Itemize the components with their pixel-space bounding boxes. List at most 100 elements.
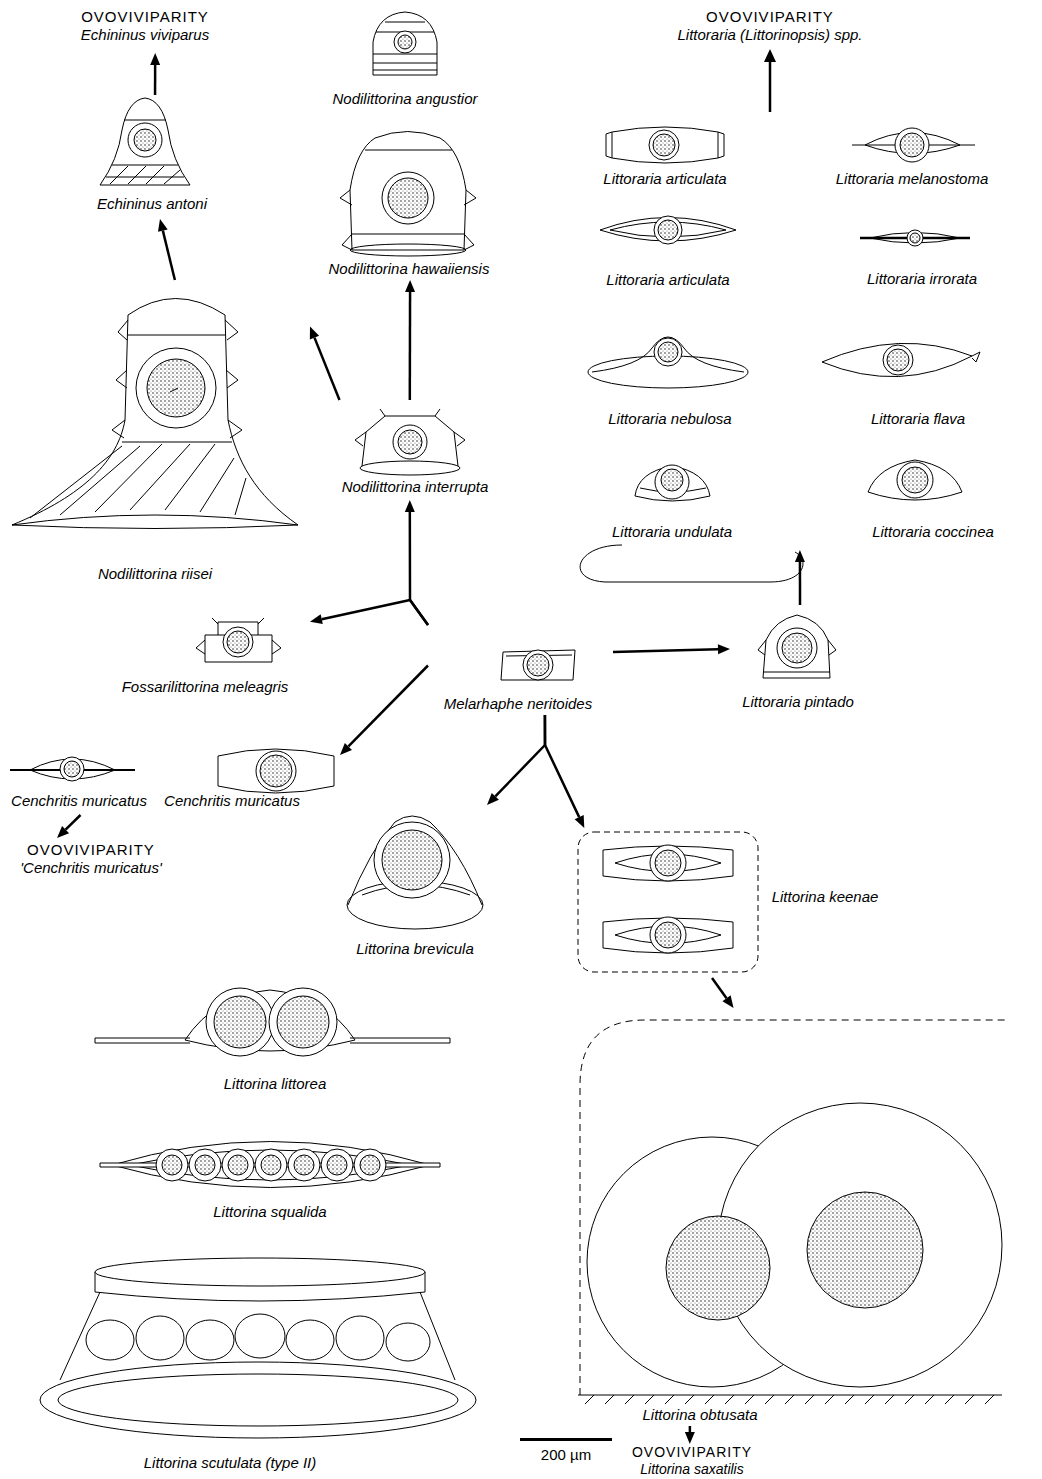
capsule-articulata: [606, 127, 724, 163]
egg-yolk: [398, 430, 422, 454]
species-name: Littoraria (Littorinopsis) spp.: [677, 26, 862, 44]
arrow-shaft: [712, 978, 727, 998]
capsule-ridges: [106, 120, 184, 184]
egg-envelope: [649, 130, 679, 160]
egg-envelope: [523, 650, 553, 680]
arrow-connector: [340, 666, 428, 756]
arrow-connector: [150, 53, 160, 95]
egg-envelope: [650, 917, 686, 953]
arrow-connector: [310, 327, 340, 401]
capsule-coccinea: [868, 460, 962, 500]
group-arrow: [764, 49, 776, 112]
arrow-head: [310, 327, 319, 340]
species-name: Littoraria articulata: [606, 271, 729, 289]
arrow-head: [685, 1432, 695, 1444]
caption: Littoraria flava: [871, 410, 965, 428]
egg-yolk: [64, 761, 80, 777]
egg-capsule-figure: Littoraria flava: [818, 325, 990, 432]
egg-yolk: [887, 349, 909, 371]
species-name: Littoraria nebulosa: [608, 410, 731, 428]
egg-capsule-figure: Littorina keenae: [575, 828, 885, 978]
caption: Melarhaphe neritoides: [444, 695, 592, 713]
scale-label: 200 µm: [541, 1446, 591, 1464]
egg-envelope: [269, 988, 337, 1056]
egg-envelope: [654, 338, 682, 366]
capsule-echininus-antoni: [100, 98, 190, 185]
arrow-connector: [405, 280, 415, 400]
egg-capsule-figure: Cenchritis muricatus: [3, 745, 158, 815]
egg-capsule-figure: Nodilittorina riisei: [5, 280, 310, 590]
caption: Littoraria irrorata: [867, 270, 977, 288]
egg-envelope: [393, 425, 427, 459]
capsule-brevicula: [347, 816, 483, 929]
capsule-interrupta: [355, 409, 465, 475]
egg-capsule-figure: Littoraria articulata: [590, 205, 745, 292]
ovoviviparity-label: OVOVIVIPARITY: [632, 1444, 752, 1461]
capsule-nebulosa: [588, 337, 748, 388]
substrate: [578, 1395, 1002, 1404]
egg-envelope: [777, 628, 817, 668]
egg-capsule-figure: Littoraria melanostoma: [830, 118, 995, 190]
egg-yolk: [360, 1155, 380, 1175]
egg: [186, 1320, 234, 1360]
species-name: 'Cenchritis muricatus': [20, 859, 162, 877]
egg-yolk: [147, 359, 205, 417]
egg: [336, 1316, 384, 1360]
capsule-meleagris: [196, 618, 281, 662]
egg: [386, 1323, 430, 1361]
capsule-outline: [373, 12, 437, 75]
egg-envelope: [654, 216, 682, 244]
egg-capsule-figure: Littoraria nebulosa: [588, 310, 753, 432]
arrow-head: [575, 815, 585, 828]
caption: Cenchritis muricatus: [11, 792, 147, 810]
egg-capsule-figure: Fossarilittorina meleagris: [95, 610, 310, 700]
capsule-outline: [355, 409, 465, 466]
capsule-outline: [603, 846, 733, 881]
egg-capsule-figure: Littoraria coccinea: [845, 455, 1020, 545]
egg-yolk: [655, 850, 681, 876]
caption: Littoraria coccinea: [872, 523, 994, 541]
egg-capsule-figure: Littorina scutulata (type II): [35, 1250, 480, 1476]
capsule-keenae: [578, 832, 758, 972]
egg-capsule-figure: Littoraria articulata: [595, 118, 735, 190]
egg-yolk: [134, 129, 156, 151]
capsule-outline: [350, 132, 466, 251]
species-name: Nodilittorina interrupta: [342, 478, 489, 496]
egg-envelope: [655, 465, 689, 499]
capsule-base: [12, 515, 298, 529]
egg-yolk: [655, 922, 681, 948]
egg-yolk: [658, 342, 678, 362]
capsule-outline: [100, 98, 190, 185]
species-name: Echininus antoni: [97, 195, 207, 213]
dashed-group-box: [578, 832, 758, 972]
capsule-melarhaphe: [501, 650, 575, 680]
caption: Echininus antoni: [97, 195, 207, 213]
egg-yolk: [900, 133, 924, 157]
egg-capsule-figure: Melarhaphe neritoides: [428, 625, 613, 715]
capsule-outline: [822, 343, 980, 376]
arrow-shaft: [154, 65, 157, 95]
arrow-connector: [405, 500, 428, 625]
egg-yolk: [260, 755, 292, 787]
egg-envelope: [128, 123, 162, 157]
egg-envelope: [354, 1149, 386, 1181]
arrow-head: [718, 644, 730, 654]
capsule-outline: [12, 299, 298, 526]
capsule-ridges: [373, 22, 437, 70]
arrow-shaft: [495, 715, 545, 796]
species-name: Melarhaphe neritoides: [444, 695, 592, 713]
ovoviviparity-label: OVOVIVIPARITY: [677, 8, 862, 26]
arrow-head: [764, 49, 776, 62]
arrow-connector: [57, 815, 81, 838]
dashed-outline: [580, 1020, 1005, 1395]
capsule-outline: [868, 460, 962, 500]
arrow-head: [310, 614, 323, 624]
caption: Littoraria undulata: [612, 523, 732, 541]
egg-yolk: [227, 631, 249, 653]
capsule-base: [350, 244, 466, 256]
egg-yolk: [294, 1155, 314, 1175]
egg-yolk: [902, 467, 928, 493]
species-name: Littoraria coccinea: [872, 523, 994, 541]
